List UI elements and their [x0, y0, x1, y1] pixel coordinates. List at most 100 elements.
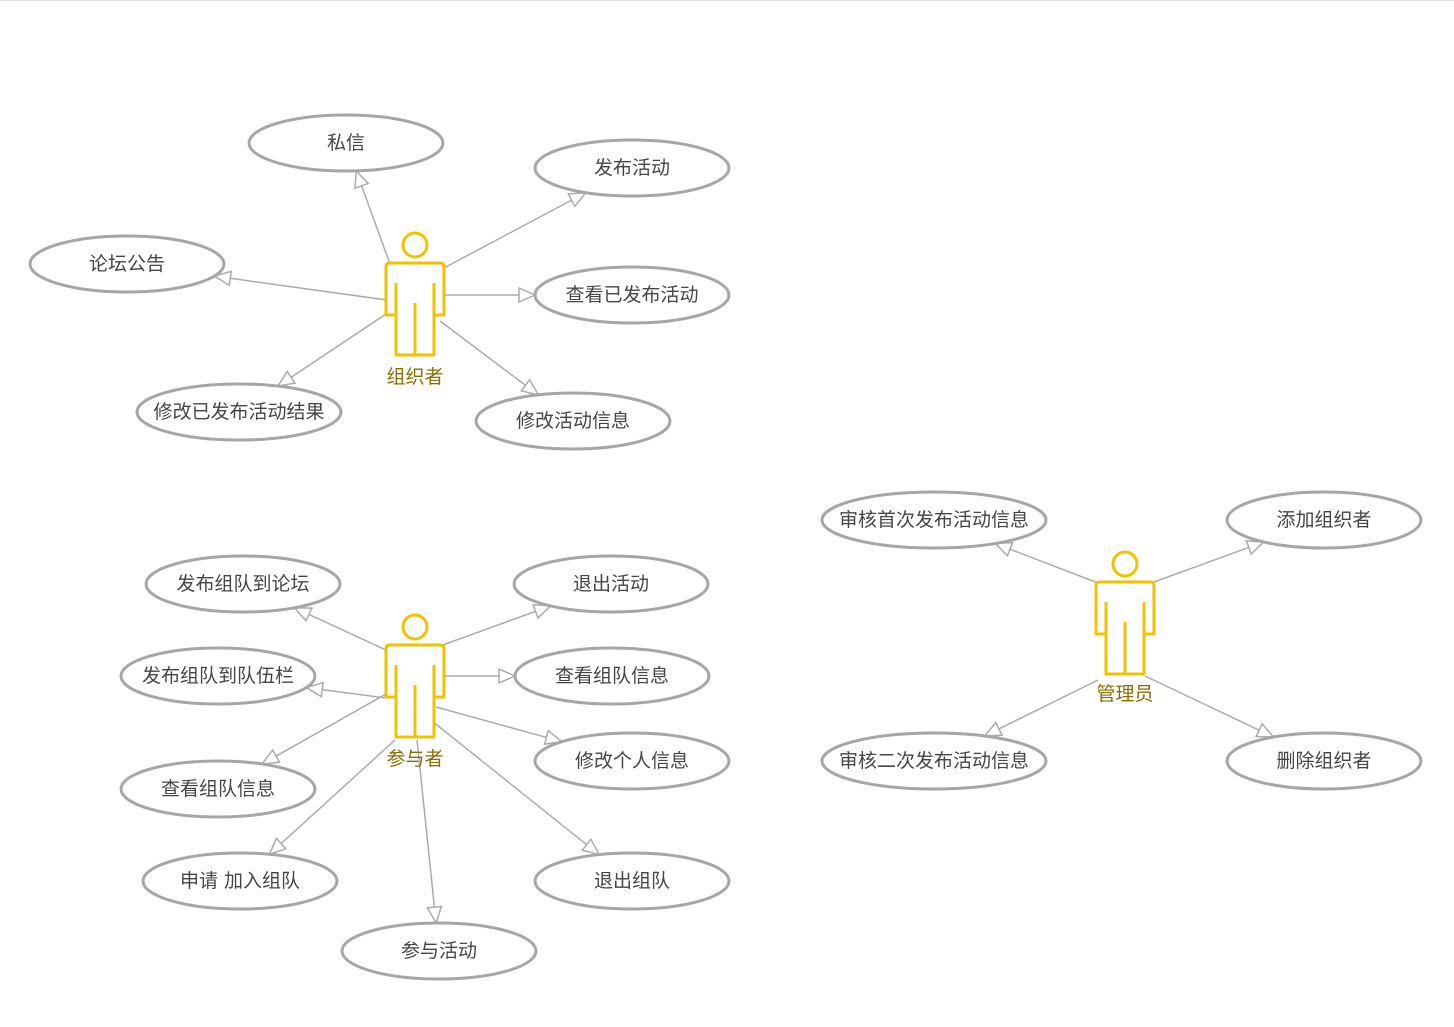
use-case-admin-3[interactable]: 删除组织者 — [1225, 731, 1423, 791]
use-case-ellipse[interactable] — [820, 490, 1048, 550]
association-line — [439, 610, 536, 647]
hollow-arrowhead-icon — [304, 681, 325, 698]
use-case-label: 修改活动信息 — [516, 410, 630, 432]
canvas-top-border — [0, 0, 1454, 1]
association-line — [1144, 675, 1260, 731]
use-case-ellipse[interactable] — [533, 731, 731, 791]
hollow-arrowhead-icon — [519, 378, 540, 396]
use-case-admin-2[interactable]: 审核二次发布活动信息 — [820, 731, 1048, 791]
actor-name-participant: 参与者 — [386, 748, 443, 770]
use-case-ellipse[interactable] — [119, 759, 317, 819]
use-case-label: 删除组织者 — [1276, 750, 1371, 772]
association-line — [435, 706, 547, 739]
use-case-ellipse[interactable] — [513, 646, 711, 706]
hollow-arrowhead-icon — [532, 603, 553, 620]
use-case-ellipse[interactable] — [119, 646, 317, 706]
association-line — [443, 199, 572, 269]
use-case-ellipse[interactable] — [512, 554, 710, 614]
use-case-organizer-4[interactable]: 修改已发布活动结果 — [135, 382, 343, 442]
use-case-participant-6[interactable]: 申请 加入组队 — [141, 851, 339, 911]
hollow-arrowhead-icon — [1245, 540, 1266, 556]
use-case-participant-1[interactable]: 退出活动 — [512, 554, 710, 614]
use-case-label: 论坛公告 — [89, 253, 165, 275]
hollow-arrowhead-icon — [212, 270, 233, 287]
association-line — [431, 720, 588, 846]
use-case-label: 发布组队到队伍栏 — [142, 665, 294, 687]
hollow-arrowhead-icon — [267, 837, 288, 856]
association-line — [230, 277, 388, 301]
use-case-ellipse[interactable] — [144, 554, 342, 614]
use-case-ellipse[interactable] — [820, 731, 1048, 791]
hollow-arrowhead-icon — [580, 837, 601, 856]
use-case-organizer-5[interactable]: 修改活动信息 — [474, 391, 672, 451]
hollow-arrowhead-icon — [260, 748, 281, 765]
use-case-organizer-1[interactable]: 发布活动 — [533, 138, 731, 198]
use-case-participant-4[interactable]: 查看组队信息 — [119, 759, 317, 819]
use-case-label: 查看已发布活动 — [565, 284, 698, 306]
association-line — [1009, 548, 1099, 584]
use-case-organizer-0[interactable]: 私信 — [247, 113, 445, 173]
use-case-participant-3[interactable]: 查看组队信息 — [513, 646, 711, 706]
use-case-ellipse[interactable] — [28, 234, 226, 294]
hollow-arrowhead-icon — [518, 286, 537, 304]
actor-figure-icon — [384, 231, 446, 357]
use-case-label: 参与活动 — [401, 940, 477, 962]
use-case-ellipse[interactable] — [340, 921, 538, 981]
association-line — [1153, 546, 1250, 583]
actor-name-admin: 管理员 — [1096, 683, 1153, 705]
hollow-arrowhead-icon — [993, 541, 1014, 558]
actor-figure-icon — [1094, 550, 1156, 676]
association-line — [998, 679, 1099, 730]
use-case-participant-5[interactable]: 修改个人信息 — [533, 731, 731, 791]
use-case-ellipse[interactable] — [247, 113, 445, 173]
association-line — [308, 613, 387, 651]
association-line — [275, 693, 387, 757]
actor-figure-icon — [384, 613, 446, 739]
hollow-arrowhead-icon — [426, 905, 443, 925]
use-case-ellipse[interactable] — [135, 382, 343, 442]
hollow-arrowhead-icon — [567, 191, 588, 208]
hollow-arrowhead-icon — [498, 667, 517, 685]
use-case-admin-0[interactable]: 审核首次发布活动信息 — [820, 490, 1048, 550]
actor-name-organizer: 组织者 — [386, 366, 443, 388]
use-case-ellipse[interactable] — [141, 851, 339, 911]
hollow-arrowhead-icon — [1254, 722, 1276, 738]
use-case-label: 申请 加入组队 — [180, 870, 300, 892]
use-case-participant-0[interactable]: 发布组队到论坛 — [144, 554, 342, 614]
use-case-admin-1[interactable]: 添加组织者 — [1225, 490, 1423, 550]
use-case-label: 修改已发布活动结果 — [153, 401, 324, 423]
use-case-label: 查看组队信息 — [161, 778, 275, 800]
use-case-label: 修改个人信息 — [575, 750, 689, 772]
association-line — [322, 688, 387, 699]
use-case-label: 查看组队信息 — [555, 665, 669, 687]
use-case-organizer-3[interactable]: 查看已发布活动 — [533, 265, 731, 325]
hollow-arrowhead-icon — [276, 370, 297, 388]
use-case-label: 发布组队到论坛 — [176, 573, 309, 595]
hollow-arrowhead-icon — [543, 729, 564, 746]
use-case-participant-7[interactable]: 退出组队 — [533, 851, 731, 911]
use-case-label: 审核首次发布活动信息 — [839, 509, 1029, 531]
use-case-participant-2[interactable]: 发布组队到队伍栏 — [119, 646, 317, 706]
hollow-arrowhead-icon — [982, 721, 1004, 737]
use-case-ellipse[interactable] — [533, 851, 731, 911]
association-line — [416, 739, 436, 908]
hollow-arrowhead-icon — [354, 169, 370, 190]
use-case-label: 私信 — [327, 132, 365, 154]
use-case-organizer-2[interactable]: 论坛公告 — [28, 234, 226, 294]
use-case-participant-8[interactable]: 参与活动 — [340, 921, 538, 981]
hollow-arrowhead-icon — [292, 606, 314, 623]
use-case-ellipse[interactable] — [533, 265, 731, 325]
use-case-ellipse[interactable] — [1225, 490, 1423, 550]
use-case-ellipse[interactable] — [474, 391, 672, 451]
use-case-ellipse[interactable] — [533, 138, 731, 198]
actor-group-participant: 发布组队到论坛退出活动发布组队到队伍栏查看组队信息查看组队信息修改个人信息申请 … — [119, 554, 731, 981]
use-case-label: 审核二次发布活动信息 — [839, 750, 1029, 772]
association-line — [439, 320, 526, 386]
association-line — [290, 313, 387, 378]
use-case-label: 添加组织者 — [1276, 509, 1371, 531]
use-case-ellipse[interactable] — [1225, 731, 1423, 791]
use-case-label: 退出组队 — [594, 870, 670, 892]
